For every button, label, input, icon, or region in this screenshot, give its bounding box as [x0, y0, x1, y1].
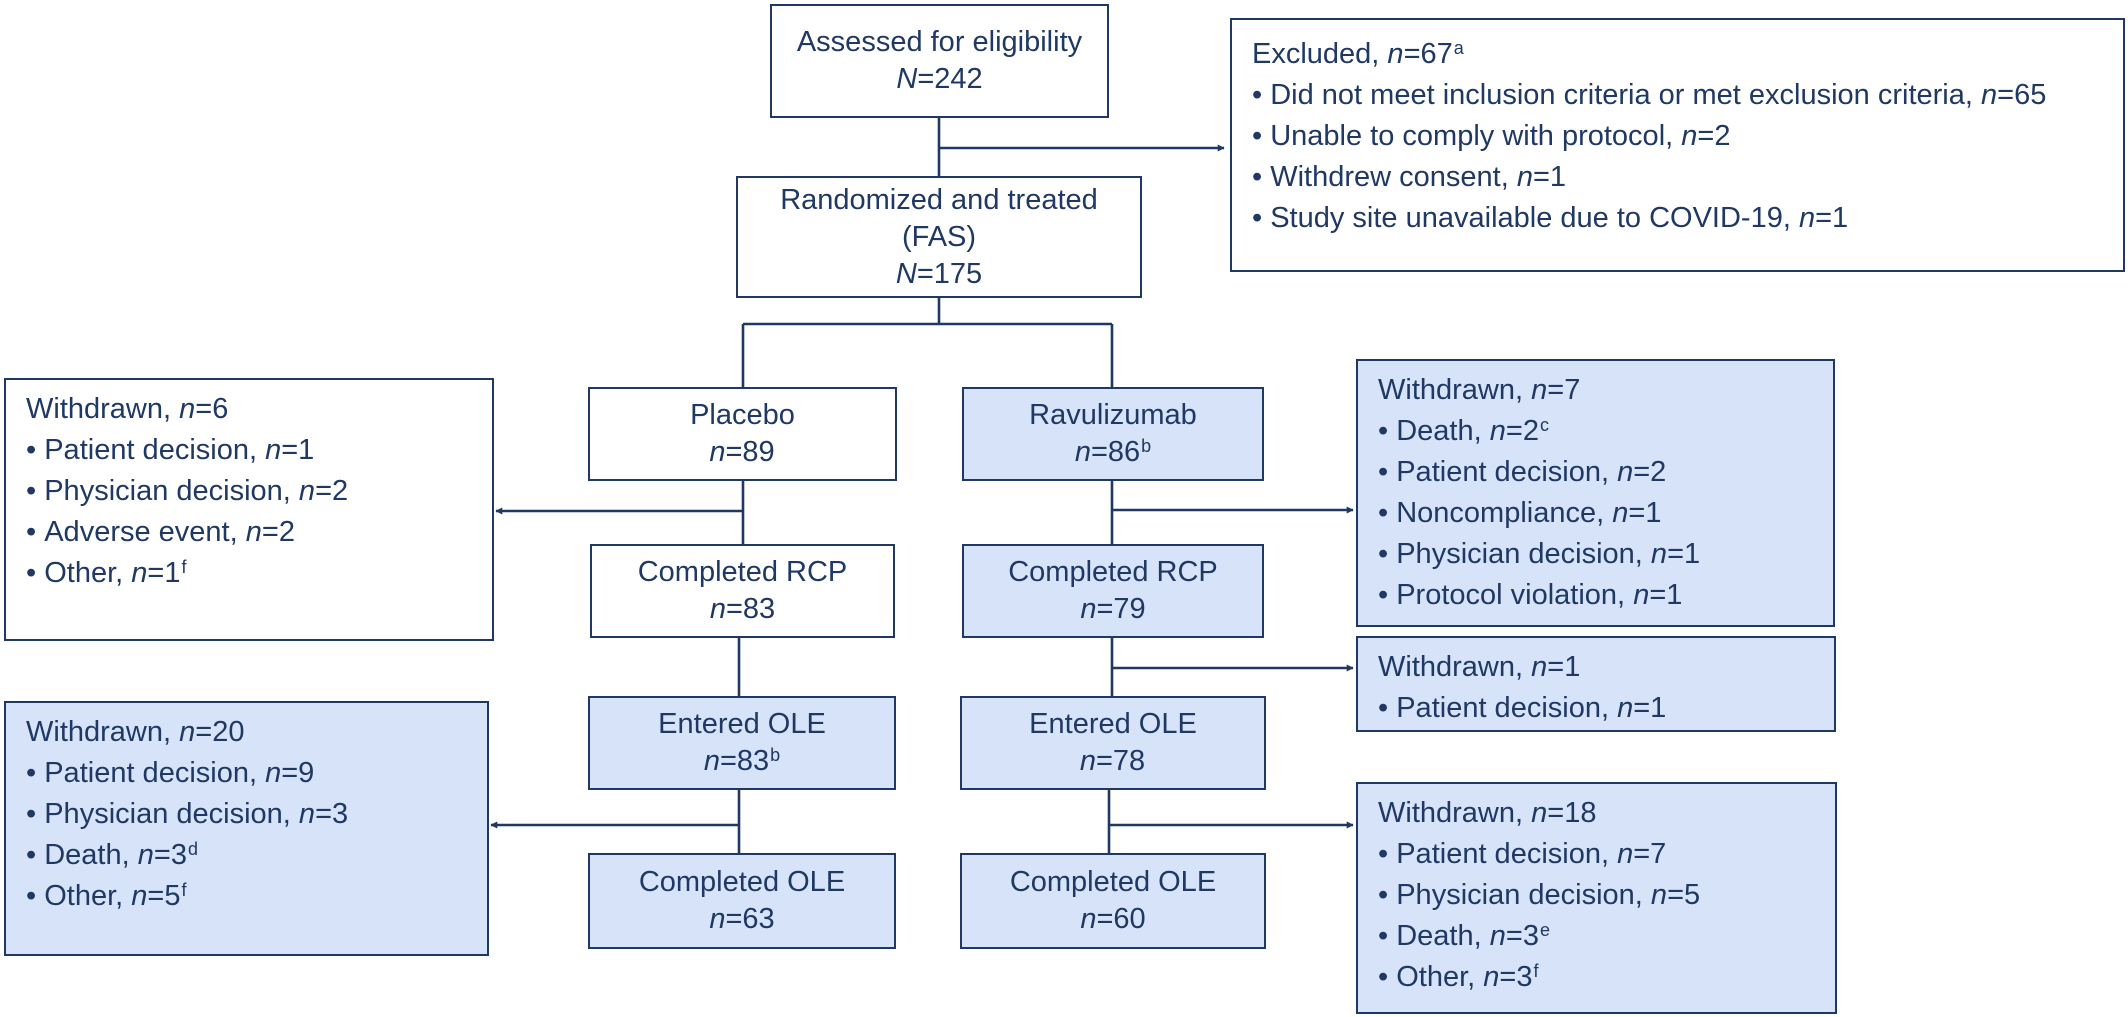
placebo-completed-rcp-box: Completed RCP n=83	[590, 544, 895, 638]
ravulizumab-completed-rcp-label: Completed RCP	[1008, 556, 1218, 588]
excluded-covid-item: Study site unavailable due to COVID-19, …	[1252, 200, 2123, 237]
excluded-title: Excluded, n=67a	[1252, 38, 1464, 70]
ravulizumab-entered-ole-count: n=78	[1079, 745, 1146, 777]
ravulizumab-label: Ravulizumab	[1029, 399, 1197, 431]
placebo-withdrawn-rcp-reason: Patient decision, n=1	[26, 432, 492, 469]
ravulizumab-withdrawn-ole-reason: Physician decision, n=5	[1378, 877, 1835, 914]
ravulizumab-completed-ole-label: Completed OLE	[1009, 866, 1217, 898]
placebo-box: Placebo n=89	[588, 387, 897, 481]
excluded-criteria-item: Did not meet inclusion criteria or met e…	[1252, 77, 2123, 114]
ravulizumab-withdrawn-rcp-reason: Protocol violation, n=1	[1378, 577, 1833, 614]
placebo-completed-ole-box: Completed OLE n=63	[588, 853, 896, 949]
ravulizumab-entered-ole-box: Entered OLE n=78	[960, 696, 1266, 790]
ravulizumab-count: n=86b	[1074, 436, 1152, 468]
ravulizumab-entered-ole-label: Entered OLE	[1029, 708, 1197, 740]
randomized-population: (FAS)	[901, 220, 977, 253]
placebo-entered-ole-label: Entered OLE	[658, 708, 826, 740]
placebo-entered-ole-count: n=83b	[703, 745, 781, 777]
ravulizumab-withdrawn-rcp-reason: Patient decision, n=2	[1378, 454, 1833, 491]
placebo-completed-ole-count: n=63	[709, 903, 775, 935]
excluded-box: Excluded, n=67a Did not meet inclusion c…	[1230, 18, 2125, 272]
placebo-withdrawn-ole-reason: Other, n=5f	[26, 878, 487, 915]
placebo-withdrawn-rcp-box: Withdrawn, n=6 Patient decision, n=1 Phy…	[4, 378, 494, 641]
randomized-count: N=175	[895, 257, 983, 290]
assessed-label: Assessed for eligibility	[796, 26, 1083, 58]
excluded-consent-item: Withdrew consent, n=1	[1252, 159, 2123, 196]
ravulizumab-withdrawn-transition-box: Withdrawn, n=1 Patient decision, n=1	[1356, 636, 1836, 732]
placebo-withdrawn-rcp-reason: Physician decision, n=2	[26, 473, 492, 510]
placebo-withdrawn-ole-reason: Physician decision, n=3	[26, 796, 487, 833]
ravulizumab-withdrawn-ole-box: Withdrawn, n=18 Patient decision, n=7 Ph…	[1356, 782, 1837, 1014]
ravulizumab-withdrawn-transition-title: Withdrawn, n=1	[1378, 651, 1581, 683]
ravulizumab-withdrawn-rcp-reason: Noncompliance, n=1	[1378, 495, 1833, 532]
ravulizumab-withdrawn-rcp-reason: Death, n=2c	[1378, 413, 1833, 450]
ravulizumab-completed-ole-box: Completed OLE n=60	[960, 853, 1266, 949]
placebo-withdrawn-ole-title: Withdrawn, n=20	[26, 716, 245, 748]
excluded-protocol-item: Unable to comply with protocol, n=2	[1252, 118, 2123, 155]
ravulizumab-withdrawn-rcp-reason: Physician decision, n=1	[1378, 536, 1833, 573]
ravulizumab-withdrawn-rcp-title: Withdrawn, n=7	[1378, 374, 1581, 406]
ravulizumab-withdrawn-rcp-box: Withdrawn, n=7 Death, n=2c Patient decis…	[1356, 359, 1835, 627]
placebo-count: n=89	[709, 436, 775, 468]
ravulizumab-withdrawn-ole-reason: Death, n=3e	[1378, 918, 1835, 955]
placebo-withdrawn-ole-reason: Patient decision, n=9	[26, 755, 487, 792]
placebo-entered-ole-box: Entered OLE n=83b	[588, 696, 896, 790]
ravulizumab-withdrawn-ole-reason: Other, n=3f	[1378, 959, 1835, 996]
assessed-count: N=242	[896, 63, 983, 95]
placebo-withdrawn-rcp-reason: Other, n=1f	[26, 555, 492, 592]
placebo-withdrawn-rcp-reason: Adverse event, n=2	[26, 514, 492, 551]
placebo-withdrawn-ole-reason: Death, n=3d	[26, 837, 487, 874]
ravulizumab-completed-ole-count: n=60	[1080, 903, 1146, 935]
ravulizumab-box: Ravulizumab n=86b	[962, 387, 1264, 481]
placebo-completed-rcp-label: Completed RCP	[637, 556, 848, 588]
ravulizumab-completed-rcp-count: n=79	[1080, 593, 1146, 625]
randomized-label: Randomized and treated	[780, 183, 1098, 216]
placebo-completed-ole-label: Completed OLE	[638, 866, 846, 898]
placebo-label: Placebo	[690, 399, 795, 431]
assessed-box: Assessed for eligibility N=242	[770, 4, 1109, 118]
ravulizumab-completed-rcp-box: Completed RCP n=79	[962, 544, 1264, 638]
ravulizumab-withdrawn-ole-title: Withdrawn, n=18	[1378, 797, 1597, 829]
placebo-completed-rcp-count: n=83	[709, 593, 776, 625]
ravulizumab-withdrawn-ole-reason: Patient decision, n=7	[1378, 836, 1835, 873]
placebo-withdrawn-rcp-title: Withdrawn, n=6	[26, 393, 229, 425]
placebo-withdrawn-ole-box: Withdrawn, n=20 Patient decision, n=9 Ph…	[4, 701, 489, 956]
ravulizumab-withdrawn-transition-reason: Patient decision, n=1	[1378, 690, 1834, 727]
randomized-box: Randomized and treated (FAS) N=175	[736, 176, 1142, 298]
